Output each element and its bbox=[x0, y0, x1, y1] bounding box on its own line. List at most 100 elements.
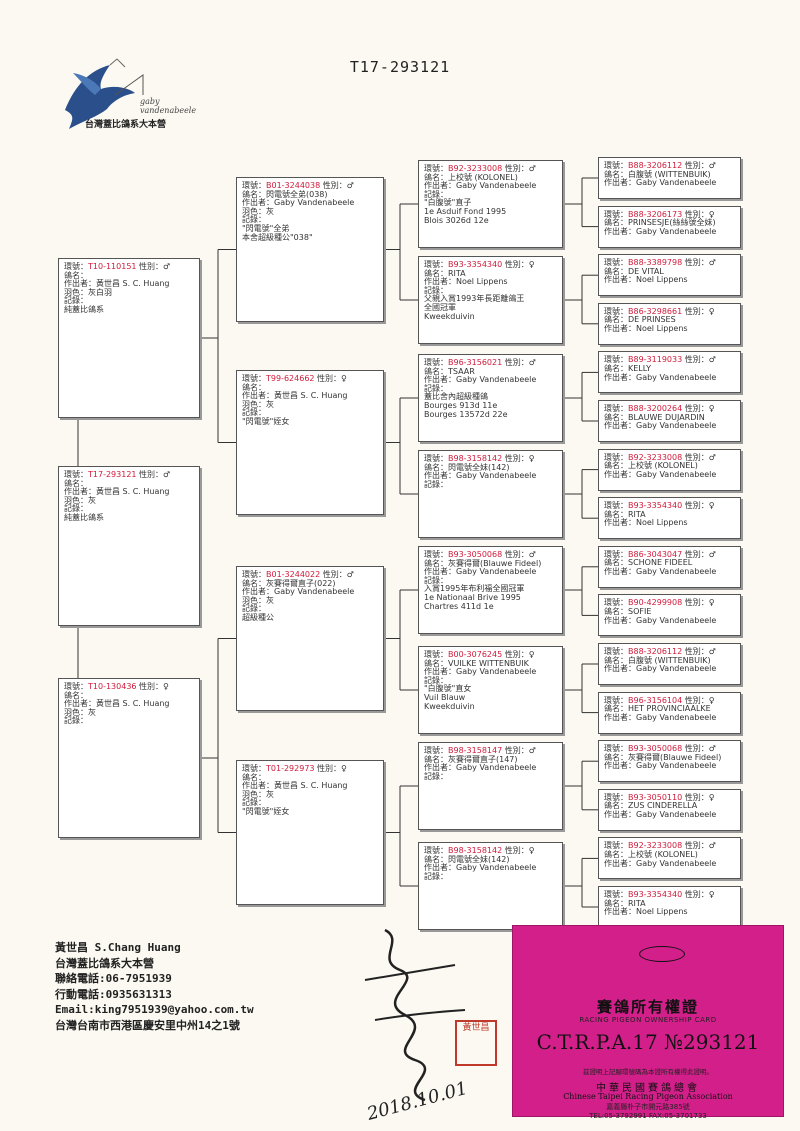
ring-number: B88-3389798 bbox=[628, 258, 683, 268]
ring-row: 環號：B96-3156104 性別：♀ bbox=[604, 695, 735, 706]
ring-row: 環號：T10-110151 性別：♂ bbox=[64, 262, 194, 272]
ring-row: 環號：B88-3389798 性別：♂ bbox=[604, 258, 735, 268]
ring-number: B00-3076245 bbox=[448, 650, 503, 659]
ring-label: 環號： bbox=[604, 549, 628, 559]
sex-label: 性別： bbox=[502, 746, 529, 755]
remarks-row: 記錄： bbox=[242, 798, 266, 808]
sex-symbol: ♂ bbox=[708, 258, 716, 268]
pigeon-name-row: 鴿名：RITA bbox=[424, 268, 466, 278]
ring-row: 環號：B93-3354340 性別：♀ bbox=[424, 260, 557, 270]
sex-label: 性別： bbox=[682, 647, 709, 656]
ring-number: B98-3158142 bbox=[448, 846, 503, 855]
card-org-en: Chinese Taipei Racing Pigeon Association bbox=[563, 1092, 733, 1101]
ring-label: 環號： bbox=[424, 358, 448, 367]
sex-label: 性別： bbox=[682, 209, 709, 219]
breeder-row: 作出者：Gaby Vandenabeele bbox=[604, 809, 717, 819]
pigeon-name-row: 鴿名：VUILKE WITTENBUIK bbox=[424, 658, 529, 668]
pigeon-card: 環號：B98-3158142 性別：♀鴿名：閃電號全妹(142)作出者：Gaby… bbox=[418, 450, 563, 538]
ring-row: 環號：B93-3050110 性別：♀ bbox=[604, 792, 735, 803]
pigeon-name-row: 鴿名：SCHONE FIDEEL bbox=[604, 558, 693, 568]
ring-number: B01-3244022 bbox=[266, 570, 321, 579]
breeder-row: 作出者：Gaby Vandenabeele bbox=[604, 421, 717, 431]
sex-symbol: ♀ bbox=[708, 501, 715, 511]
ring-row: 環號：B92-3233008 性別：♂ bbox=[604, 452, 735, 463]
ring-row: 環號：B92-3233008 性別：♂ bbox=[424, 164, 557, 174]
ring-number: B86-3043047 bbox=[628, 549, 683, 559]
pigeon-name-row: 鴿名：KELLY bbox=[604, 363, 652, 373]
sex-label: 性別： bbox=[136, 470, 164, 479]
pigeon-card: 環號：T17-293121 性別：♂鴿名：作出者：黃世昌 S. C. Huang… bbox=[58, 466, 200, 626]
ring-row: 環號：B93-3354340 性別：♀ bbox=[604, 501, 735, 511]
ring-number: T01-292973 bbox=[266, 764, 315, 773]
sex-symbol: ♂ bbox=[528, 164, 536, 173]
sex-symbol: ♂ bbox=[528, 358, 536, 367]
pigeon-name-row: 鴿名：HET PROVINCIAALKE bbox=[604, 704, 711, 714]
sex-label: 性別： bbox=[682, 890, 709, 899]
pigeon-name-row: 鴿名：上校號 (KOLONEL) bbox=[604, 849, 698, 859]
pigeon-card: 環號：T01-292973 性別：♀鴿名：作出者：黃世昌 S. C. Huang… bbox=[236, 760, 384, 905]
ring-label: 環號： bbox=[242, 181, 266, 190]
sex-label: 性別： bbox=[682, 306, 709, 316]
address: 台灣台南市西港區慶安里中州14之1號 bbox=[55, 1018, 240, 1032]
club-name: 台灣蓋比鴿系大本營 bbox=[55, 956, 154, 970]
sex-symbol: ♀ bbox=[341, 764, 347, 773]
pigeon-name-row: 鴿名：閃電號全妹(142) bbox=[424, 462, 510, 472]
card-org-cn: 中華民國賽鴿總會 bbox=[596, 1083, 700, 1094]
ring-number: T17-293121 bbox=[88, 470, 137, 479]
ring-number: B96-3156104 bbox=[628, 695, 683, 705]
sex-symbol: ♀ bbox=[708, 792, 715, 802]
ring-row: 環號：B90-4299908 性別：♀ bbox=[604, 599, 735, 608]
ring-label: 環號： bbox=[604, 404, 628, 413]
breeder-row: 作出者：Noel Lippens bbox=[604, 518, 688, 528]
phone: 聯絡電話:06-7951939 bbox=[55, 972, 172, 985]
remark-line: Bourges 913d 11e bbox=[424, 400, 498, 410]
ring-label: 環號： bbox=[64, 682, 88, 691]
sex-symbol: ♀ bbox=[341, 374, 347, 383]
remark-line: 1e Nationaal Brive 1995 bbox=[424, 592, 521, 602]
color-row: 羽色：灰 bbox=[64, 707, 96, 717]
remark-line: 本舍超級種公"038" bbox=[242, 232, 313, 242]
pigeon-name-row: 鴿名： bbox=[64, 690, 88, 700]
ring-label: 環號： bbox=[604, 501, 628, 511]
ring-number: B01-3244038 bbox=[266, 181, 321, 190]
ring-label: 環號： bbox=[604, 452, 628, 462]
ring-row: 環號：B86-3043047 性別：♂ bbox=[604, 549, 735, 560]
ring-label: 環號： bbox=[604, 161, 628, 170]
sex-symbol: ♂ bbox=[163, 262, 171, 271]
breeder-row: 作出者：黃世昌 S. C. Huang bbox=[242, 391, 348, 401]
ring-number: B93-3050110 bbox=[628, 792, 683, 802]
remarks-row: 記錄： bbox=[242, 408, 266, 418]
sex-label: 性別： bbox=[502, 164, 529, 173]
ring-number: B89-3119033 bbox=[628, 355, 683, 365]
color-row: 羽色：灰 bbox=[242, 399, 274, 409]
pigeon-name-row: 鴿名：白腹號 (WITTENBUIK) bbox=[604, 655, 711, 665]
card-address: 嘉義縣朴子市開元路385號 bbox=[606, 1103, 690, 1111]
ring-row: 環號：B88-3206173 性別：♀ bbox=[604, 209, 735, 220]
ring-label: 環號： bbox=[604, 598, 628, 608]
ring-number: B93-3354340 bbox=[628, 501, 683, 511]
ring-row: 環號：B88-3200264 性別：♀ bbox=[604, 404, 735, 414]
ring-row: 環號：B00-3076245 性別：♀ bbox=[424, 650, 557, 660]
ring-number: T10-130436 bbox=[88, 682, 137, 691]
ring-number: T10-110151 bbox=[88, 262, 137, 271]
breeder-row: 作出者：Gaby Vandenabeele bbox=[424, 567, 537, 577]
pigeon-name-row: 鴿名：灰賽得爾(Blauwe Fideel) bbox=[604, 752, 722, 762]
ring-label: 環號： bbox=[424, 260, 448, 269]
breeder-row: 作出者：黃世昌 S. C. Huang bbox=[242, 781, 348, 791]
pigeon-name-row: 鴿名： bbox=[64, 270, 88, 280]
breeder-row: 作出者：Gaby Vandenabeele bbox=[604, 469, 717, 479]
remark-line: "閃電號"姪女 bbox=[242, 806, 290, 816]
sex-symbol: ♂ bbox=[528, 746, 536, 755]
sex-label: 性別： bbox=[682, 841, 709, 851]
sex-label: 性別： bbox=[502, 550, 529, 559]
pigeon-card: 環號：B93-3050068 性別：♂鴿名：灰賽得爾(Blauwe Fideel… bbox=[418, 546, 563, 634]
remark-line: 父親入賞1993年長距離鴿王 bbox=[424, 294, 525, 304]
breeder-row: 作出者：Gaby Vandenabeele bbox=[604, 566, 717, 576]
sex-symbol: ♂ bbox=[708, 744, 716, 754]
pigeon-card: 環號：T99-624662 性別：♀鴿名：作出者：黃世昌 S. C. Huang… bbox=[236, 370, 384, 515]
